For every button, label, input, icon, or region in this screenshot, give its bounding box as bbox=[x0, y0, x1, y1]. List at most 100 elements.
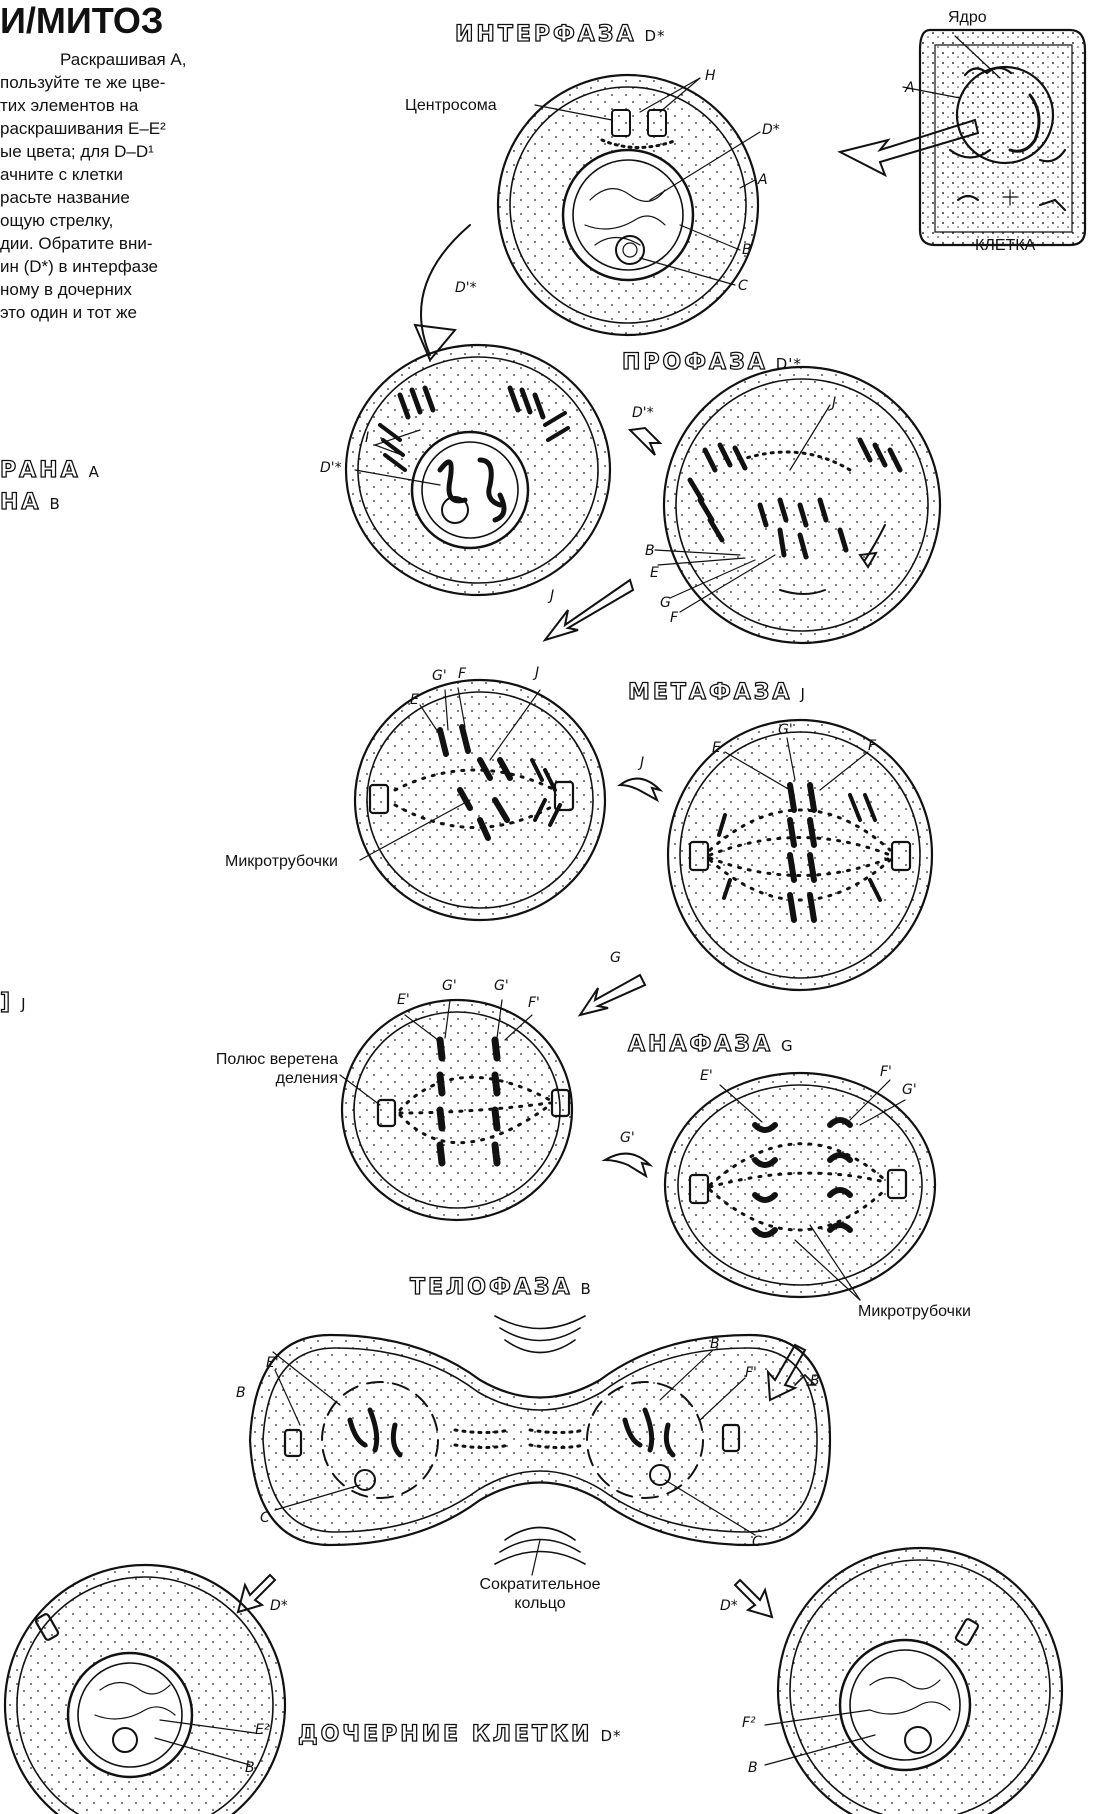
reference-cell bbox=[918, 28, 1087, 247]
heading-metaphase-letter: J bbox=[800, 685, 806, 703]
letter-d-star-left: D* bbox=[270, 1598, 288, 1614]
intro-line: это один и тот же bbox=[0, 303, 137, 322]
intro-line: ин (D*) в интерфазе bbox=[0, 257, 158, 276]
letter-e-prophase: E bbox=[650, 565, 659, 581]
heading-telophase-letter: B bbox=[580, 1280, 592, 1298]
daughter-cell-left bbox=[3, 1563, 287, 1814]
label-microtubules-anaphase: Микротрубочки bbox=[858, 1303, 971, 1320]
letter-c: C bbox=[738, 278, 748, 294]
letter-b-telophase: B bbox=[236, 1385, 246, 1401]
label-contractile-ring-line2: кольцо bbox=[514, 1595, 566, 1612]
letter-e1-anaphase: E' bbox=[397, 992, 410, 1008]
intro-line: ые цвета; для D–D¹ bbox=[0, 142, 154, 161]
letter-g1-anaphase-b: G' bbox=[494, 978, 509, 994]
heading-prophase-name: ПРОФАЗА bbox=[621, 349, 768, 375]
daughter-cell-right bbox=[776, 1546, 1064, 1814]
label-spindle-pole: Полюс веретена деления bbox=[215, 1051, 338, 1087]
letter-d-star-right: D* bbox=[720, 1598, 738, 1614]
heading-interphase-name: ИНТЕРФАЗА bbox=[454, 21, 637, 47]
letter-j: J bbox=[832, 395, 837, 411]
late-anaphase-cell bbox=[663, 1071, 937, 1299]
letter-d-star-interphase: D* bbox=[762, 122, 780, 138]
letter-e-metaphase2: E bbox=[712, 740, 721, 756]
legend-nuclear-envelope-text: НА bbox=[0, 489, 42, 515]
label-contractile-ring-line1: Сократительное bbox=[479, 1576, 601, 1593]
legend-nuclear-envelope: НА B bbox=[0, 489, 61, 515]
letter-e1-telophase: E' bbox=[266, 1355, 279, 1371]
letter-d1-star: D'* bbox=[320, 460, 342, 476]
letter-j-arrow: J bbox=[550, 588, 555, 604]
telophase-cell bbox=[248, 1315, 832, 1565]
letter-f-prophase: F bbox=[670, 610, 679, 626]
letter-g1-anaphase: G' bbox=[442, 978, 457, 994]
letter-g1-metaphase2: G' bbox=[778, 722, 793, 738]
page-title: И/МИТОЗ bbox=[0, 0, 164, 41]
heading-daughter-cells: ДОЧЕРНИЕ КЛЕТКИ D* bbox=[297, 1721, 622, 1747]
intro-line: тих элементов на bbox=[0, 96, 139, 115]
letter-f1-anaphase: F' bbox=[528, 995, 540, 1011]
letter-j-metaphase: J bbox=[535, 665, 540, 681]
intro-line: раскрашивания E–E² bbox=[0, 119, 166, 138]
letter-g1-metaphase: G' bbox=[432, 668, 447, 684]
intro-line: расьте название bbox=[0, 188, 130, 207]
letter-g1-arrow: G' bbox=[620, 1130, 635, 1146]
intro-line: дии. Обратите вни- bbox=[0, 234, 153, 253]
heading-metaphase-name: МЕТАФАЗА bbox=[627, 679, 793, 705]
early-prophase-cell bbox=[344, 343, 612, 597]
letter-b-prophase: B bbox=[645, 543, 655, 559]
early-metaphase-cell bbox=[353, 678, 607, 922]
letter-g-prophase: G bbox=[660, 595, 671, 611]
label-nucleus: Ядро bbox=[948, 9, 987, 26]
late-prophase-cell bbox=[662, 365, 942, 645]
letter-e-metaphase: E bbox=[410, 692, 419, 708]
legend-spindle: ]J bbox=[0, 989, 27, 1015]
legend-membrane-text: РАНА bbox=[0, 457, 81, 483]
legend-spindle-letter: J bbox=[21, 995, 27, 1013]
label-microtubules-metaphase: Микротрубочки bbox=[225, 853, 338, 870]
heading-interphase: ИНТЕРФАЗА D* bbox=[454, 21, 666, 47]
letter-f-metaphase: F bbox=[458, 666, 467, 682]
late-metaphase-cell bbox=[666, 718, 934, 992]
heading-prophase: ПРОФАЗА D'* bbox=[621, 349, 802, 375]
intro-line: ному в дочерних bbox=[0, 280, 132, 299]
letter-b-telophase2: B bbox=[710, 1336, 720, 1352]
interphase-cell bbox=[496, 73, 760, 337]
early-anaphase-cell bbox=[340, 998, 574, 1222]
letter-c-telophase2: C bbox=[752, 1534, 762, 1550]
heading-interphase-letter: D* bbox=[644, 27, 666, 45]
letter-b-arrow: B bbox=[810, 1373, 820, 1389]
legend-nuclear-envelope-letter: B bbox=[49, 495, 61, 513]
letter-a: A bbox=[758, 172, 768, 188]
letter-i: I bbox=[365, 430, 370, 446]
letter-f1-telophase: F' bbox=[745, 1365, 757, 1381]
heading-metaphase: МЕТАФАЗА J bbox=[627, 679, 806, 705]
letter-g-arrow: G bbox=[610, 950, 621, 966]
letter-b-daughter-right: B bbox=[748, 1760, 758, 1776]
legend-spindle-text: ] bbox=[0, 989, 14, 1015]
heading-prophase-letter: D'* bbox=[775, 355, 802, 373]
letter-d1-star-arrow: D'* bbox=[455, 280, 477, 296]
letter-f1-anaphase2: F' bbox=[880, 1064, 892, 1080]
intro-line: ощую стрелку, bbox=[0, 211, 114, 230]
letter-b: B bbox=[742, 242, 752, 258]
heading-telophase: ТЕЛОФАЗА B bbox=[409, 1274, 592, 1300]
heading-telophase-name: ТЕЛОФАЗА bbox=[409, 1274, 573, 1300]
letter-f2: F² bbox=[742, 1715, 756, 1731]
intro-line: ачните с клетки bbox=[0, 165, 123, 184]
letter-h: H bbox=[705, 68, 716, 84]
letter-j-arrow2: J bbox=[640, 755, 645, 771]
heading-anaphase-letter: G bbox=[780, 1037, 794, 1055]
letter-d1-star-arrow2: D'* bbox=[632, 405, 654, 421]
legend-membrane-letter: A bbox=[88, 463, 100, 481]
letter-a-ref: A bbox=[905, 80, 915, 96]
heading-daughter-cells-name: ДОЧЕРНИЕ КЛЕТКИ bbox=[297, 1721, 593, 1747]
legend-membrane: РАНА A bbox=[0, 457, 100, 483]
letter-b-daughter-left: B bbox=[245, 1760, 255, 1776]
letter-c-telophase: C bbox=[260, 1510, 270, 1526]
heading-daughter-cells-letter: D* bbox=[600, 1727, 622, 1745]
label-centrosome: Центросома bbox=[405, 97, 497, 114]
intro-line: пользуйте те же цве- bbox=[0, 73, 166, 92]
letter-e2: E² bbox=[255, 1722, 270, 1738]
letter-f-metaphase2: F bbox=[868, 738, 877, 754]
